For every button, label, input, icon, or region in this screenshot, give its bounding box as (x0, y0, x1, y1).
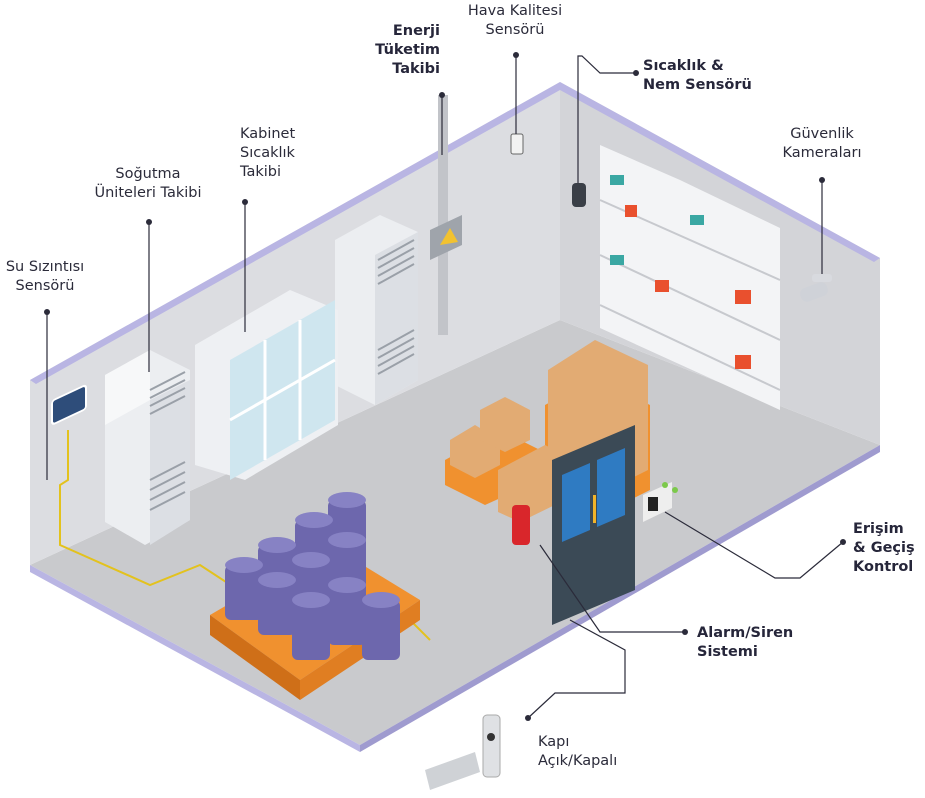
alarm-siren (512, 505, 530, 545)
label-temperature-humidity-sensor: Sıcaklık & Nem Sensörü (643, 58, 752, 93)
leader-dots (44, 52, 846, 721)
label-cabinet-temperature: Kabinet Sıcaklık Takibi (240, 126, 296, 180)
label-water-leak-sensor: Su Sızıntısı Sensörü (5, 259, 85, 294)
label-access-control: Erişim & Geçiş Kontrol (853, 521, 915, 575)
label-air-quality-sensor: Hava Kalitesi Sensörü (467, 3, 563, 38)
security-camera (800, 180, 832, 302)
label-cooling-units: Soğutma Üniteleri Takibi (94, 166, 202, 201)
access-control-reader (643, 482, 678, 522)
label-door-open-closed: Kapı Açık/Kapalı (538, 734, 618, 769)
cooling-unit-right (335, 215, 418, 405)
barrel-tops (225, 492, 400, 608)
energy-meter (430, 95, 462, 335)
door (552, 425, 635, 625)
wall-top-edge (30, 82, 880, 384)
front-wall-edge-left (30, 565, 360, 752)
label-security-cameras: Güvenlik Kameraları (782, 126, 862, 161)
shelving (599, 145, 781, 410)
front-wall-edge-right (360, 445, 880, 752)
label-energy-consumption: Enerji Tüketim Takibi (375, 23, 440, 77)
air-quality-sensor (510, 133, 524, 155)
leader-lines (46, 55, 844, 719)
cooling-unit-left (105, 350, 190, 545)
cabinets (195, 290, 338, 480)
label-alarm-siren-system: Alarm/Siren Sistemi (697, 625, 794, 660)
temperature-humidity-sensor (572, 183, 586, 207)
door-contact-sensor (425, 714, 501, 790)
leak-sensor-panel (51, 384, 87, 425)
